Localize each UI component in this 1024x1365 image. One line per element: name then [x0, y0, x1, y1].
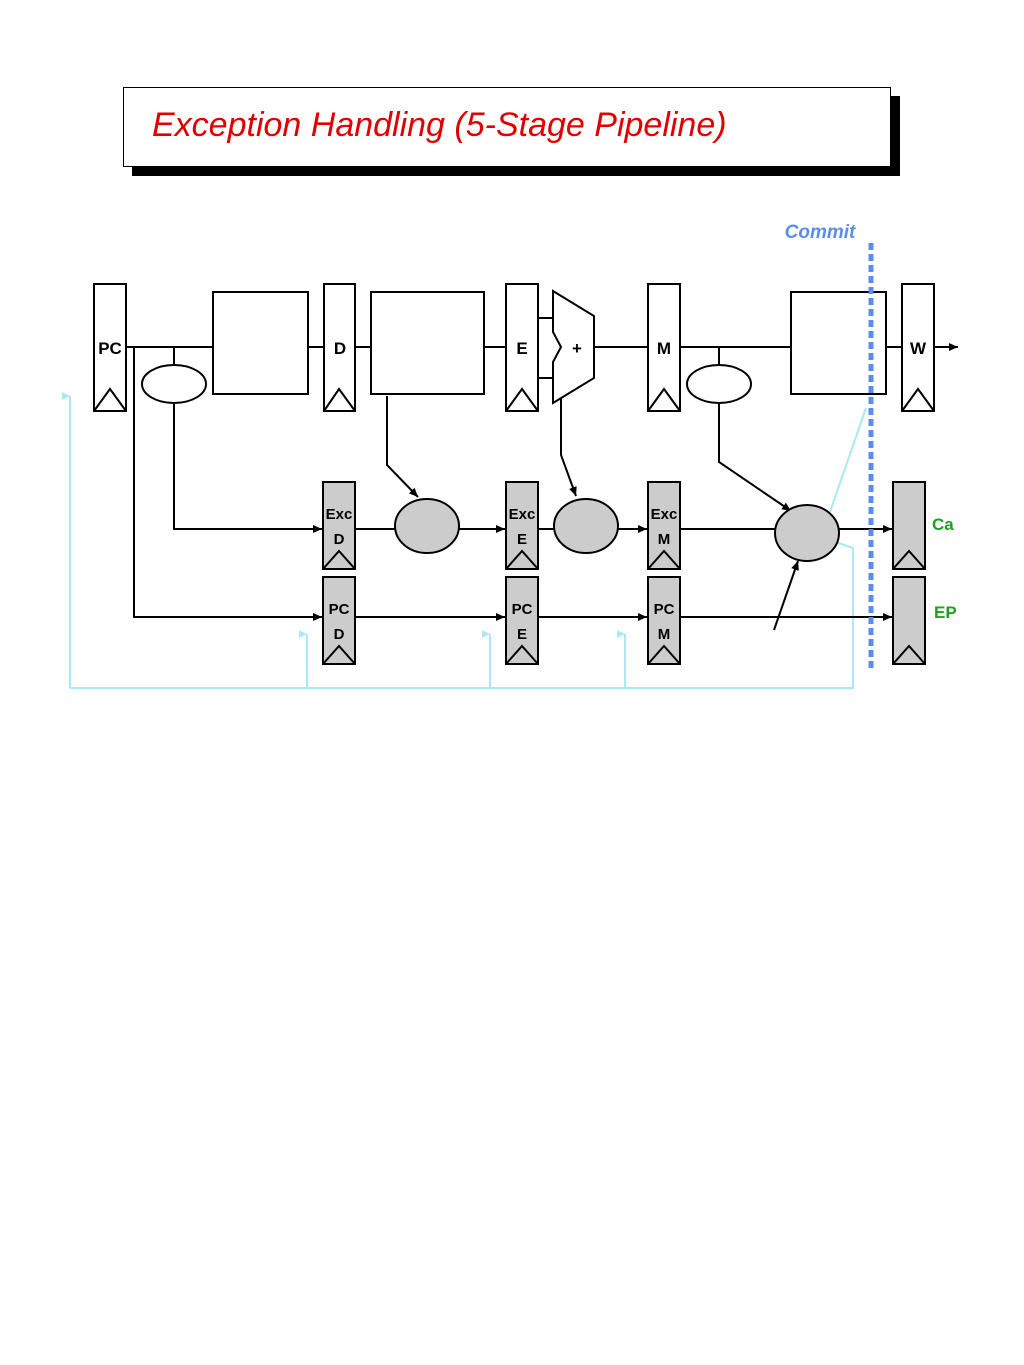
- epc-output-label: EP: [934, 603, 957, 622]
- exc-register-d-top: Exc: [326, 506, 353, 523]
- decode-register-label: D: [334, 339, 346, 358]
- alu: +: [552, 289, 595, 405]
- exc-register-e-top: Exc: [509, 506, 536, 523]
- exc-merge-decode: [394, 498, 460, 554]
- exc-register-e-bottom: E: [517, 531, 527, 548]
- pc-register-m-bottom: M: [658, 626, 671, 643]
- execute-register-label: E: [516, 339, 527, 358]
- pc-register-d: PC D: [322, 576, 356, 665]
- pc-address-check: [141, 364, 207, 404]
- pc-register-d-top: PC: [329, 601, 350, 618]
- datapath-wires: [126, 317, 958, 379]
- alu-label: +: [572, 339, 582, 358]
- data-address-check: [686, 364, 752, 404]
- exc-register-m-bottom: M: [658, 531, 671, 548]
- pc-register-m: PC M: [647, 576, 681, 665]
- exc-register-e: Exc E: [505, 481, 539, 570]
- exc-register-m-top: Exc: [651, 506, 678, 523]
- exception-wires: [133, 347, 892, 631]
- pc-register: PC: [93, 283, 127, 412]
- pc-register-e: PC E: [505, 576, 539, 665]
- commit-label: Commit: [785, 222, 856, 243]
- pc-register-e-bottom: E: [517, 626, 527, 643]
- instruction-memory-block: [212, 291, 309, 395]
- pc-register-e-top: PC: [512, 601, 533, 618]
- cause-output-label: Ca: [932, 515, 954, 534]
- exc-register-d: Exc D: [322, 481, 356, 570]
- kill-lines: [62, 392, 867, 689]
- pc-register-d-bottom: D: [334, 626, 345, 643]
- cause-register: [892, 481, 926, 570]
- pc-register-label: PC: [98, 339, 122, 358]
- execute-register: E: [505, 283, 539, 412]
- writeback-register-label: W: [910, 339, 927, 358]
- decode-logic-block: [370, 291, 485, 395]
- memory-register-label: M: [657, 339, 671, 358]
- title-box: Exception Handling (5-Stage Pipeline): [123, 87, 891, 167]
- epc-register: [892, 576, 926, 665]
- pc-register-m-top: PC: [654, 601, 675, 618]
- exc-register-d-bottom: D: [334, 531, 345, 548]
- exc-merge-execute: [553, 498, 619, 554]
- slide-title: Exception Handling (5-Stage Pipeline): [152, 106, 727, 144]
- writeback-register: W: [901, 283, 935, 412]
- exc-register-m: Exc M: [647, 481, 681, 570]
- memory-register: M: [647, 283, 681, 412]
- decode-register: D: [323, 283, 356, 412]
- exc-merge-memory: [774, 504, 840, 562]
